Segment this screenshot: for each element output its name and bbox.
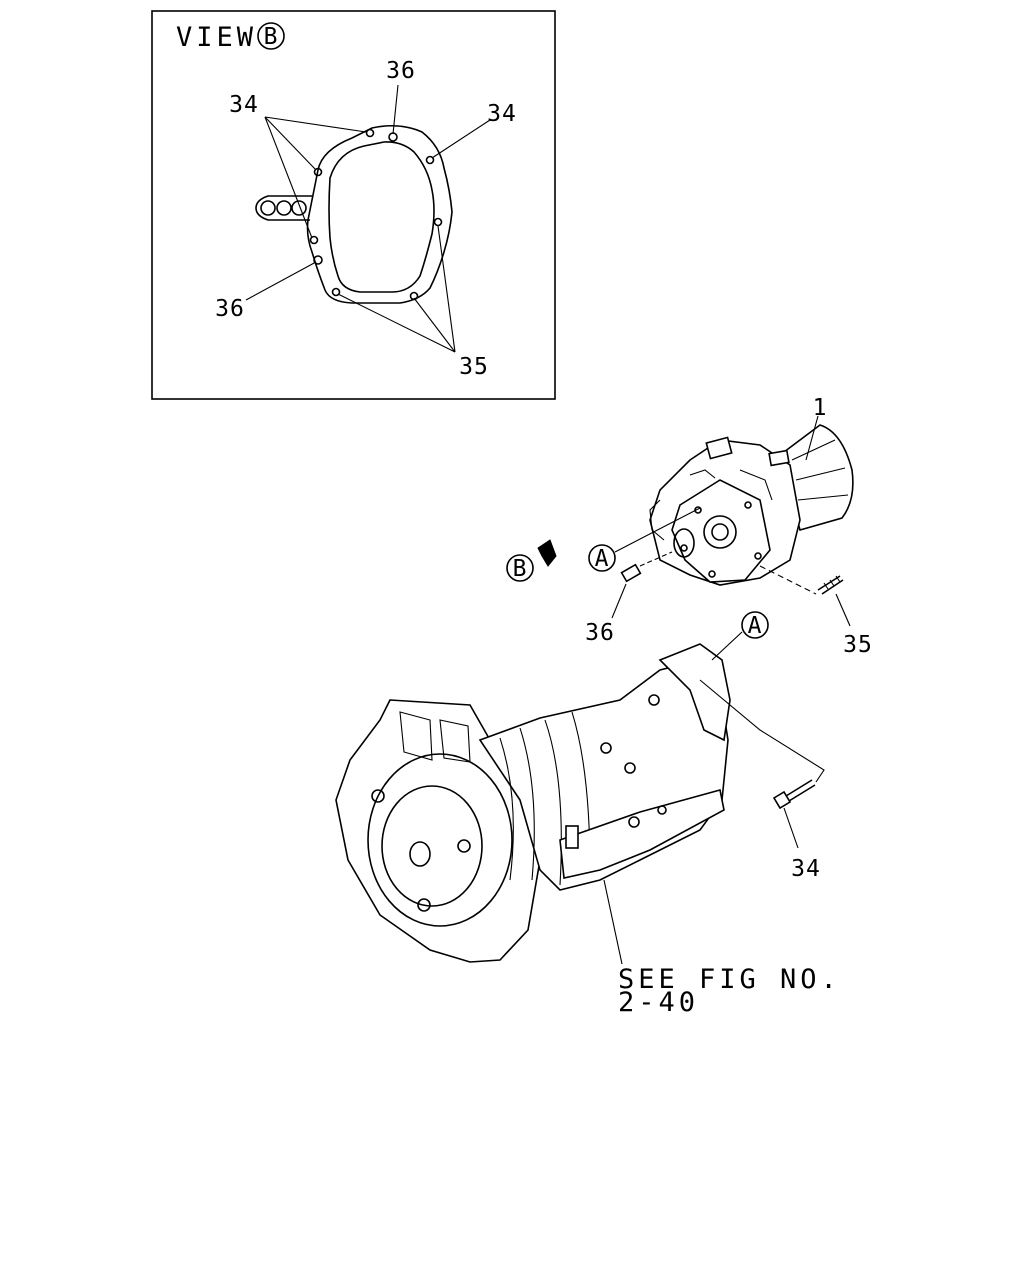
dipstick-tube xyxy=(565,825,579,849)
bolt-hole xyxy=(313,167,323,177)
callout-34: 34 xyxy=(791,856,821,882)
bolt-hole xyxy=(409,291,419,301)
marker-b: B xyxy=(513,556,528,582)
callout-1: 1 xyxy=(813,395,828,421)
view-title-circle xyxy=(257,22,285,50)
inset-callout-35: 35 xyxy=(459,354,489,380)
marker-a-lower-leader xyxy=(711,631,743,661)
tab-hole xyxy=(276,200,292,216)
tab-hole xyxy=(260,200,276,216)
marker-a-upper-circle xyxy=(588,544,616,572)
leader-35 xyxy=(835,593,851,627)
transfer-case-assembly xyxy=(649,424,854,586)
leader-34 xyxy=(783,807,799,849)
rear-flange xyxy=(658,643,731,742)
inset-callout-34-left: 34 xyxy=(229,92,259,118)
bolt-hole xyxy=(433,217,443,227)
bolt-hole xyxy=(309,235,319,245)
view-title: VIEW xyxy=(176,22,257,53)
oil-pan xyxy=(559,789,725,879)
case-shaft-opening xyxy=(703,515,737,549)
mounting-bolt xyxy=(699,679,825,810)
inset-callout-36-bottom: 36 xyxy=(215,296,245,322)
inset-frame xyxy=(151,10,556,400)
inset-leaders xyxy=(245,84,491,353)
marker-a-lower: A xyxy=(748,613,763,639)
tab-hole xyxy=(291,200,307,216)
view-b-inset: VIEW B 34 xyxy=(151,10,556,400)
marker-a-lower-circle xyxy=(741,611,769,639)
reference-note-line2: 2-40 xyxy=(618,987,699,1018)
bolt-hole xyxy=(365,128,375,138)
inset-callout-36-top: 36 xyxy=(386,58,416,84)
bolt-hole xyxy=(425,155,435,165)
stud-bolt xyxy=(759,565,844,595)
gasket-opening xyxy=(328,141,435,293)
view-direction-arrow xyxy=(537,539,557,567)
note-leader xyxy=(603,879,623,965)
transmission-assembly xyxy=(335,643,731,963)
leader-1 xyxy=(805,415,819,461)
inset-callout-34-right: 34 xyxy=(487,101,517,127)
converter-outer xyxy=(367,753,513,927)
reference-note-line1: SEE FIG NO. xyxy=(618,964,841,995)
dowel-hole xyxy=(313,255,323,265)
marker-b-circle xyxy=(506,554,534,582)
dowel-pin xyxy=(620,551,673,583)
marker-a-upper-leader xyxy=(614,507,701,553)
marker-a-upper: A xyxy=(595,546,610,572)
dowel-hole xyxy=(388,132,398,142)
converter-hub xyxy=(409,841,431,867)
leader-36 xyxy=(611,583,627,619)
converter-inner xyxy=(381,785,483,907)
callout-36: 36 xyxy=(585,620,615,646)
gasket-tab xyxy=(255,195,312,221)
bolt-hole xyxy=(331,287,341,297)
callout-35: 35 xyxy=(843,632,873,658)
gasket-outline xyxy=(306,124,453,304)
case-shaft xyxy=(711,523,729,541)
view-title-circle-letter: B xyxy=(264,24,279,50)
seal-ring xyxy=(673,528,695,558)
tail-housing xyxy=(779,424,854,531)
